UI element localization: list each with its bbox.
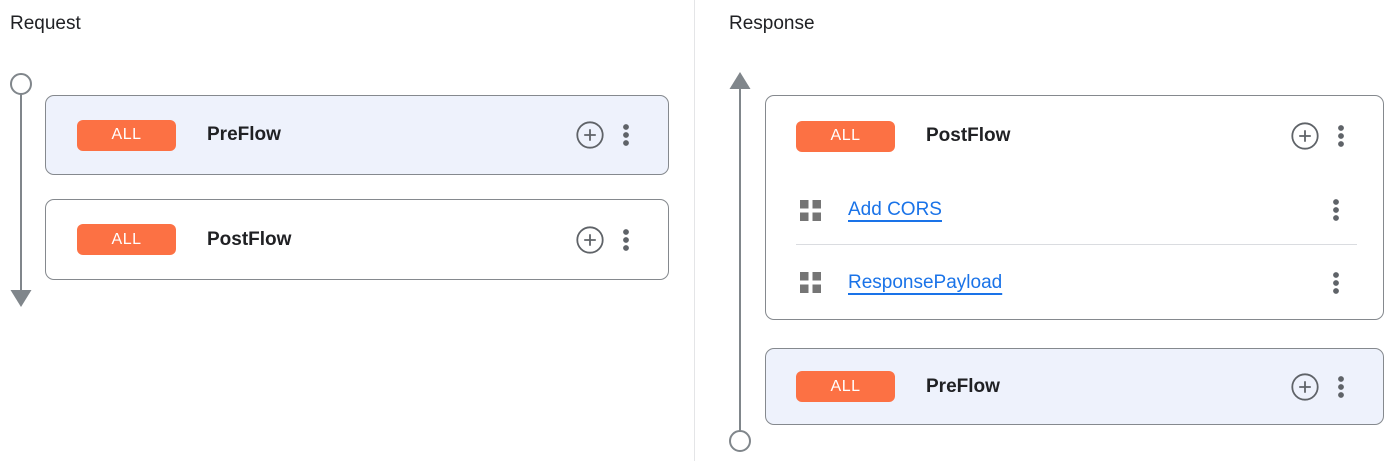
more-vert-icon [1338,125,1344,147]
policy-link-add-cors[interactable]: Add CORS [848,199,942,220]
add-policy-button[interactable] [575,120,605,150]
arrow-down-icon [10,290,32,307]
request-postflow-card[interactable]: ALL PostFlow [45,199,669,280]
policy-row-add-cors: Add CORS [766,176,1383,244]
timeline-end-circle-icon [729,430,751,452]
policy-grid-icon [800,199,821,221]
flow-label: PostFlow [207,228,292,250]
condition-badge: ALL [796,371,895,402]
policy-row-responsepayload: ResponsePayload [766,245,1383,320]
more-vert-icon [623,124,629,146]
condition-badge: ALL [796,120,895,152]
more-vert-icon [623,228,629,251]
flow-label: PostFlow [926,125,1011,146]
condition-badge: ALL [77,119,176,151]
timeline-start-circle-icon [10,73,32,95]
add-policy-button[interactable] [1290,372,1320,402]
more-menu-button[interactable] [622,228,630,252]
flow-label: PreFlow [926,375,1000,397]
policy-link-responsepayload[interactable]: ResponsePayload [848,271,1003,293]
more-menu-button[interactable] [1337,375,1345,399]
condition-badge: ALL [77,224,176,255]
panel-divider [694,0,695,461]
arrow-up-icon [729,72,751,89]
request-preflow-card[interactable]: ALL PreFlow [45,95,669,175]
response-preflow-card[interactable]: ALL PreFlow [765,348,1384,425]
response-timeline [729,72,751,452]
policy-row-divider [796,244,1357,245]
more-menu-button[interactable] [1332,271,1340,295]
add-circle-icon [576,121,604,149]
add-policy-button[interactable] [1290,121,1320,151]
request-timeline [10,73,32,307]
request-panel-title: Request [10,13,81,34]
response-postflow-card[interactable]: ALL PostFlow [765,95,1384,320]
more-menu-button[interactable] [1337,124,1345,148]
add-circle-icon [576,225,604,254]
more-menu-button[interactable] [622,123,630,147]
more-vert-icon [1338,375,1344,398]
more-vert-icon [1333,199,1339,221]
more-menu-button[interactable] [1332,198,1340,222]
more-vert-icon [1333,271,1339,294]
policy-grid-icon [800,272,821,293]
add-policy-button[interactable] [575,225,605,255]
response-panel-title: Response [729,13,815,34]
add-circle-icon [1291,122,1319,150]
add-circle-icon [1291,372,1319,401]
response-postflow-header: ALL PostFlow [766,96,1383,176]
flow-label: PreFlow [207,124,281,145]
